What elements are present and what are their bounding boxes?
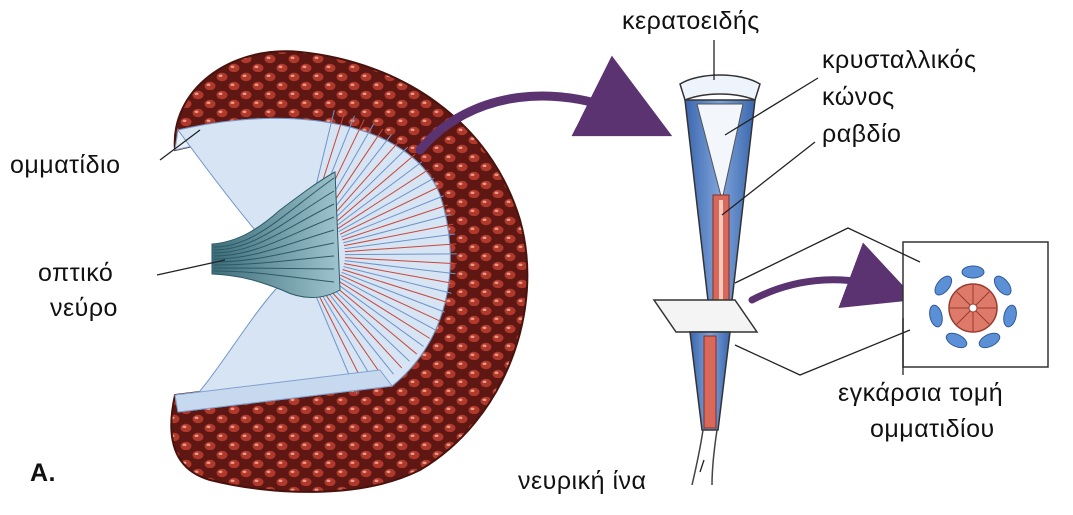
pigment-cell — [962, 266, 984, 278]
label-nerve-fiber: νευρική ίνα — [518, 466, 646, 496]
label-crystalline-cone-line2: κώνος — [822, 82, 895, 112]
compound-eye — [171, 51, 527, 492]
leader-nerve-fiber — [700, 460, 704, 472]
label-cross-section-line1: εγκάρσια τομή — [838, 378, 1003, 408]
leader-section-top — [735, 228, 920, 283]
label-rhabdom: ραβδίο — [822, 119, 901, 149]
single-ommatidium — [654, 75, 760, 485]
nerve-fiber-strand — [692, 430, 717, 485]
rhabdom-lower — [704, 336, 716, 428]
label-ommatidium: ομματίδιο — [10, 150, 120, 180]
label-cross-section-line2: ομματιδίου — [870, 414, 995, 444]
cross-section-view — [903, 242, 1048, 367]
cross-section-plane — [654, 300, 757, 332]
label-cornea: κερατοειδής — [622, 6, 760, 36]
label-crystalline-cone-line1: κρυσταλλικός — [822, 45, 977, 75]
label-optic-nerve-line2: νεύρο — [50, 293, 118, 323]
arrow-ommatidium-to-section — [752, 280, 890, 300]
leader-section-bottom — [735, 330, 910, 375]
panel-letter: A. — [30, 458, 56, 488]
label-optic-nerve-line1: οπτικό — [38, 258, 113, 288]
cornea-lens — [680, 75, 760, 100]
